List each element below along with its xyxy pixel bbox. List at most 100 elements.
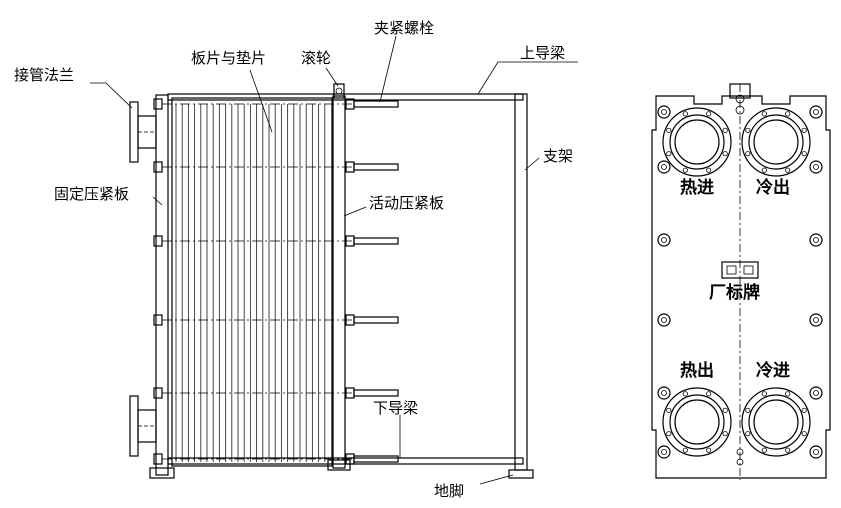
port-bolt-hole: [722, 431, 728, 437]
frame-bolts: [657, 105, 823, 459]
label-support: 支架: [543, 147, 573, 165]
port-bolt-hole: [706, 167, 712, 173]
port-bore: [753, 399, 799, 445]
port-bolt-hole: [682, 167, 688, 173]
port-bolt-hole: [682, 447, 688, 453]
fixed-pressure-plate: [155, 94, 169, 476]
port-flange: [741, 387, 811, 457]
frame-bolt: [809, 160, 823, 174]
port-ring: [748, 114, 804, 170]
bolt-shank: [353, 389, 399, 397]
bolt-shank: [353, 237, 399, 245]
label-clamp-bolt: 夹紧螺栓: [374, 19, 434, 37]
lower-flange: [129, 395, 157, 457]
port-ring: [669, 394, 725, 450]
label-lower-guide: 下导梁: [373, 399, 418, 417]
label-foot: 地脚: [434, 482, 464, 500]
plates: [175, 104, 326, 462]
port-flange: [741, 107, 811, 177]
frame-bolt: [657, 445, 671, 459]
port-bolt-hole: [706, 447, 712, 453]
port-bolt-hole: [722, 407, 728, 413]
frame-bolt: [657, 386, 671, 400]
port-bolt-hole: [706, 391, 712, 397]
port-bolt-hole: [761, 391, 767, 397]
port-bolt-hole: [666, 431, 672, 437]
clamp-bolts: [153, 98, 399, 465]
label-roller: 滚轮: [301, 49, 331, 67]
port-bolt-hole: [722, 127, 728, 133]
frame-bolt: [809, 105, 823, 119]
bolt-nut: [153, 387, 163, 399]
port-bolt-hole: [785, 447, 791, 453]
bolt-shank: [353, 100, 399, 108]
port-bolt-hole: [785, 167, 791, 173]
bolt-nut: [153, 235, 163, 247]
label-plates-gaskets: 板片与垫片: [191, 49, 266, 67]
port-ring: [748, 394, 804, 450]
movable-pressure-plate: [332, 95, 346, 469]
frame-bolt-center: [661, 237, 667, 243]
port-bolt-hole: [745, 151, 751, 157]
port-flange: [662, 387, 732, 457]
bolt-shank: [353, 455, 399, 463]
port-bore: [753, 119, 799, 165]
port-bolt-hole: [801, 127, 807, 133]
port-flange: [662, 107, 732, 177]
port-bolt-hole: [801, 151, 807, 157]
support-foot: [508, 469, 534, 479]
ports: [662, 107, 811, 457]
leader-lines: [90, 35, 578, 485]
frame-bolt-center: [813, 237, 819, 243]
port-bore: [674, 399, 720, 445]
port-bolt-hole: [745, 431, 751, 437]
frame-bolt-center: [661, 164, 667, 170]
front-frame: [651, 95, 831, 479]
bolt-shank: [353, 316, 399, 324]
frame-bolt-center: [813, 164, 819, 170]
port-bolt-hole: [745, 127, 751, 133]
frame-bolt-center: [813, 109, 819, 115]
port-ring: [669, 114, 725, 170]
port-bore: [674, 119, 720, 165]
frame-bolt: [657, 313, 671, 327]
label-hot-in: 热进: [680, 177, 714, 198]
port-bolt-hole: [666, 151, 672, 157]
upper-flange: [129, 101, 157, 163]
label-upper-guide: 上导梁: [520, 44, 565, 62]
label-hot-out: 热出: [680, 360, 714, 381]
bolt-nut: [153, 98, 163, 110]
frame-bolt-center: [661, 449, 667, 455]
frame-bolt: [657, 233, 671, 247]
port-bolt-hole: [761, 447, 767, 453]
frame-bolt: [657, 105, 671, 119]
labels: 接管法兰 板片与垫片 滚轮 夹紧螺栓 上导梁 支架 固定压紧板 活动压紧板 下导…: [14, 19, 790, 500]
frame-bolt: [809, 445, 823, 459]
front-view: [651, 83, 831, 480]
port-bolt-hole: [682, 391, 688, 397]
frame-bolt: [657, 160, 671, 174]
port-bolt-hole: [722, 151, 728, 157]
port-bolt-hole: [761, 167, 767, 173]
bolt-nut: [153, 314, 163, 326]
nameplate-icon: [721, 261, 759, 279]
frame-bolt-center: [813, 317, 819, 323]
label-fixed-plate: 固定压紧板: [54, 185, 129, 203]
frame-bolt-center: [813, 390, 819, 396]
port-bolt-hole: [745, 407, 751, 413]
label-movable-plate: 活动压紧板: [369, 194, 444, 212]
bolt-shank: [353, 163, 399, 171]
frame-bolt: [809, 313, 823, 327]
bolt-nut: [153, 161, 163, 173]
port-bolt-hole: [801, 407, 807, 413]
frame-bolt-center: [661, 109, 667, 115]
port-bolt-hole: [801, 431, 807, 437]
frame-bolt: [809, 386, 823, 400]
frame-bolt-center: [661, 317, 667, 323]
side-view: [129, 83, 534, 479]
label-nameplate: 厂标牌: [709, 282, 760, 303]
plate-pack: [171, 97, 333, 467]
frame-bolt-center: [813, 449, 819, 455]
label-flange: 接管法兰: [14, 66, 74, 84]
